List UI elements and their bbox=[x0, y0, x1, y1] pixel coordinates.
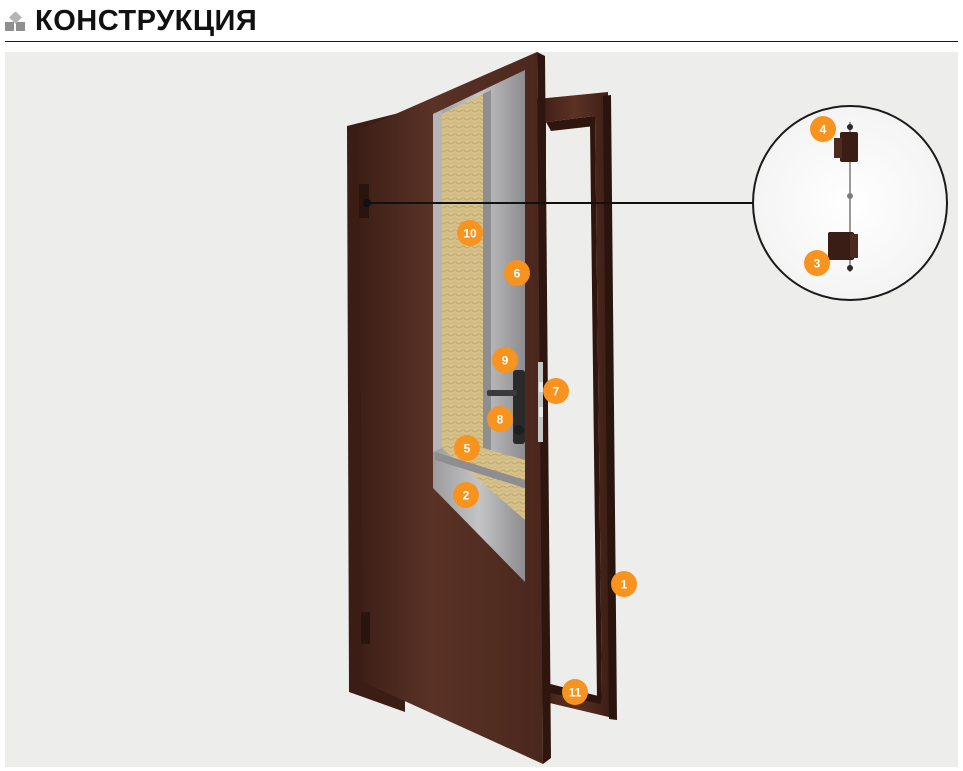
marker-label: 8 bbox=[497, 413, 504, 427]
marker-label: 6 bbox=[514, 267, 521, 281]
insulation bbox=[442, 94, 525, 520]
marker-label: 7 bbox=[553, 385, 560, 399]
marker-label: 5 bbox=[464, 442, 471, 456]
page-title: КОНСТРУКЦИЯ bbox=[35, 5, 258, 37]
lower-hinge-icon bbox=[361, 612, 370, 644]
marker-5: 5 bbox=[454, 435, 480, 461]
marker-label: 10 bbox=[463, 227, 477, 241]
marker-6: 6 bbox=[504, 260, 530, 286]
marker-label: 11 bbox=[569, 686, 582, 700]
marker-1: 1 bbox=[611, 571, 637, 597]
marker-3: 3 bbox=[804, 250, 830, 276]
section-header: КОНСТРУКЦИЯ bbox=[5, 0, 958, 42]
hinge-detail bbox=[752, 105, 948, 301]
leader-dot bbox=[363, 199, 371, 207]
lock-handle bbox=[487, 362, 543, 444]
marker-7: 7 bbox=[543, 378, 569, 404]
marker-label: 9 bbox=[502, 354, 509, 368]
marker-11: 11 bbox=[562, 679, 588, 705]
marker-10: 10 bbox=[457, 220, 483, 246]
door-frame bbox=[537, 92, 617, 720]
marker-label: 1 bbox=[621, 578, 628, 592]
marker-4: 4 bbox=[810, 116, 836, 142]
marker-label: 2 bbox=[463, 489, 470, 503]
cubes-icon bbox=[5, 12, 25, 31]
marker-label: 3 bbox=[814, 257, 821, 271]
marker-8: 8 bbox=[487, 406, 513, 432]
marker-label: 4 bbox=[820, 123, 827, 137]
door-illustration: 1 2 3 4 5 6 7 8 bbox=[347, 52, 948, 764]
construction-diagram: 1 2 3 4 5 6 7 8 bbox=[5, 52, 958, 767]
marker-2: 2 bbox=[453, 482, 479, 508]
marker-9: 9 bbox=[492, 347, 518, 373]
